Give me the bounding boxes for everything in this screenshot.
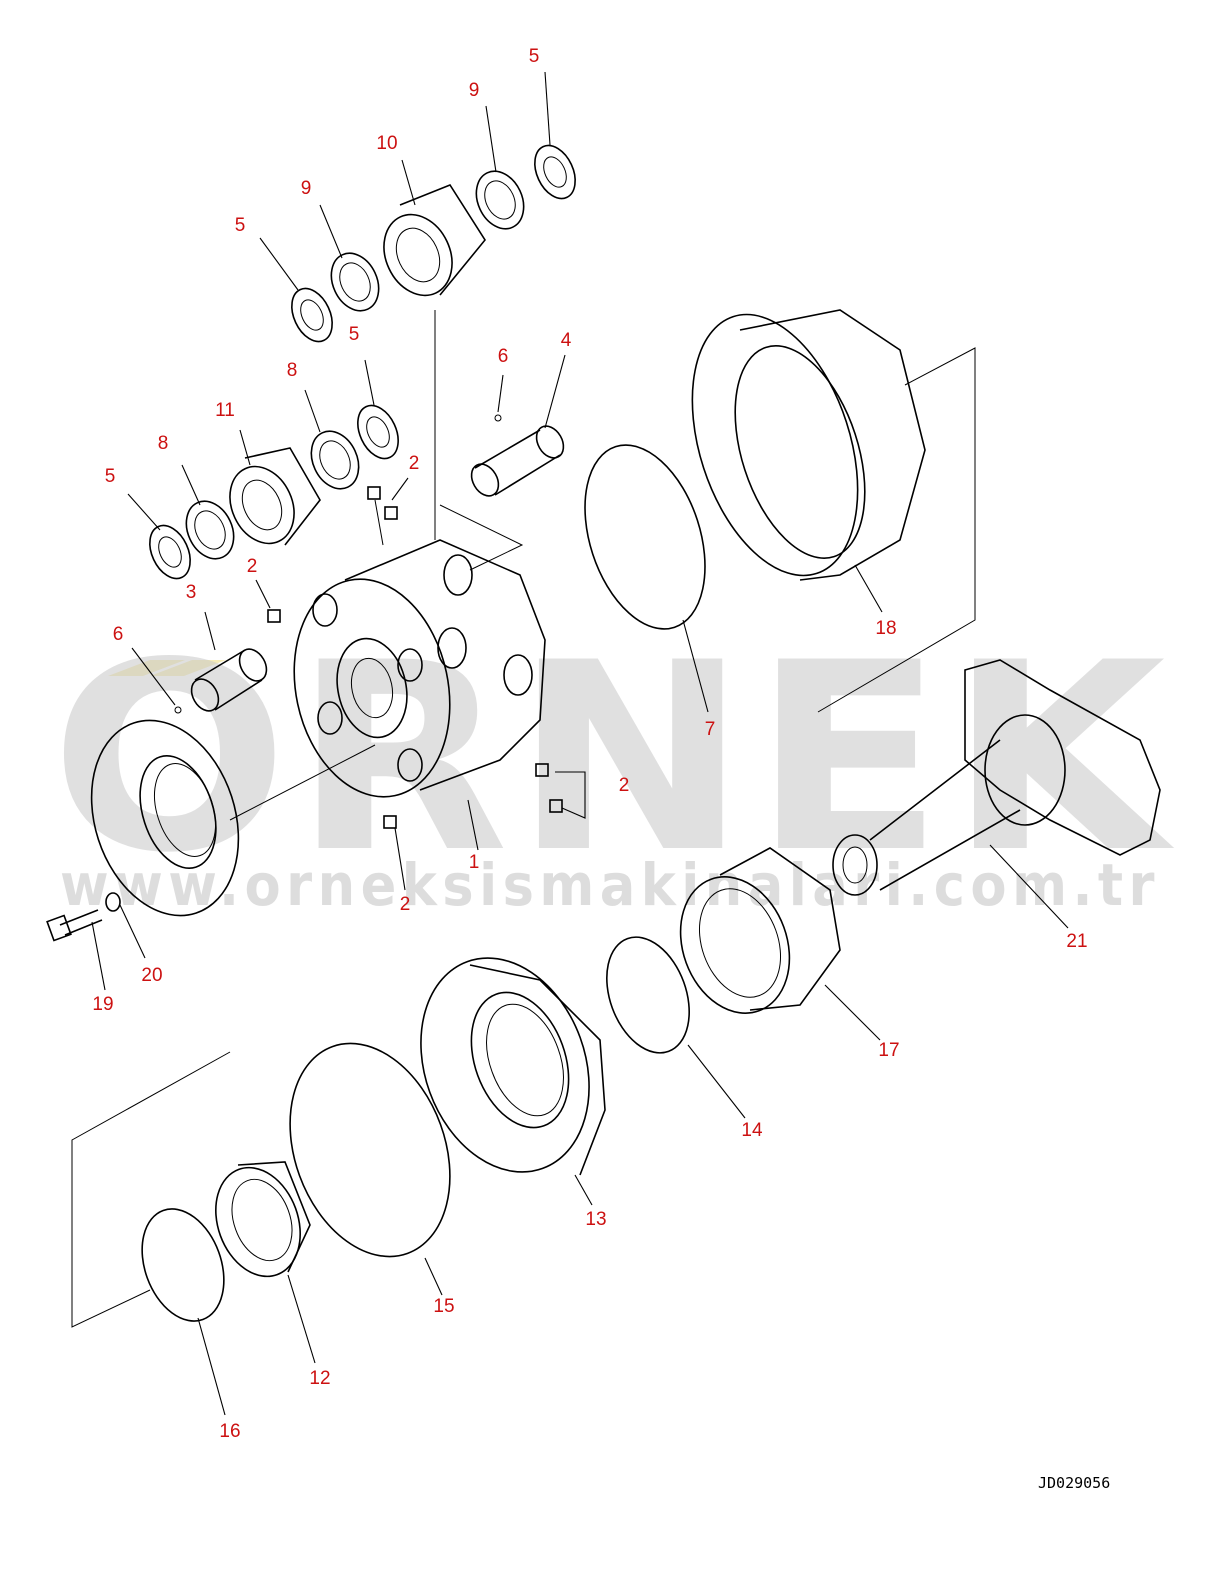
assembly-guide-lines — [71, 347, 976, 1328]
callout-2: 2 — [619, 775, 630, 796]
callout-11: 11 — [215, 400, 235, 421]
callout-5: 5 — [349, 324, 360, 345]
snap-ring-16 — [141, 1208, 225, 1322]
callout-19: 19 — [92, 994, 113, 1015]
ring-gear-18 — [691, 309, 926, 581]
callout-15: 15 — [433, 1296, 454, 1317]
steel-ball-6-top — [494, 414, 502, 422]
plug-2c — [267, 609, 281, 623]
planet-gear-11-body — [244, 447, 321, 546]
callout-2: 2 — [400, 894, 411, 915]
housing-13 — [420, 957, 606, 1176]
cover-plate — [90, 719, 240, 917]
plug-2f — [383, 815, 397, 829]
watermark-url: www.orneksismakinalari.com.tr — [60, 851, 1160, 919]
plug-2e — [549, 799, 563, 813]
callout-6: 6 — [498, 346, 509, 367]
needle-bearing-8-left — [185, 500, 235, 560]
needle-bearing-8-right — [310, 430, 360, 490]
needle-bearing-9-top — [475, 170, 525, 230]
callout-12: 12 — [309, 1368, 330, 1389]
snap-ring-14 — [606, 936, 690, 1054]
plug-2b — [384, 506, 398, 520]
needle-bearing-9-mid — [330, 252, 380, 312]
watermark-accent — [150, 660, 226, 676]
callout-labels: 5 9 10 9 5 5 8 11 8 5 6 4 2 2 3 6 7 18 2… — [92, 46, 1087, 1442]
planet-gear-11 — [229, 465, 295, 545]
planet-gear-10-body — [399, 184, 486, 296]
callout-20: 20 — [141, 965, 162, 986]
plug-2d — [535, 763, 549, 777]
callout-4: 4 — [561, 330, 572, 351]
plug-2a — [367, 486, 381, 500]
planet-gear-10 — [383, 213, 453, 297]
output-shaft-21 — [832, 659, 1161, 896]
planet-shaft-4 — [474, 429, 561, 496]
washer-20 — [105, 892, 121, 912]
bearing-12 — [215, 1161, 311, 1278]
leader-lines — [91, 71, 1069, 1416]
callout-2: 2 — [409, 453, 420, 474]
thrust-washer-5-right — [357, 404, 399, 460]
callout-3: 3 — [186, 582, 197, 603]
callout-1: 1 — [469, 852, 480, 873]
callout-18: 18 — [875, 618, 896, 639]
bolt-and-washer — [46, 892, 121, 942]
callout-17: 17 — [878, 1040, 899, 1061]
callout-13: 13 — [585, 1209, 606, 1230]
planet-shafts — [174, 414, 565, 714]
upper-bearing-stack — [291, 144, 576, 343]
steel-ball-6-left — [174, 706, 182, 714]
callout-5: 5 — [235, 215, 246, 236]
planet-shaft-3 — [194, 649, 263, 711]
planet-carrier-1 — [293, 310, 546, 798]
callout-5: 5 — [105, 466, 116, 487]
callout-7: 7 — [705, 719, 716, 740]
callout-6: 6 — [113, 624, 124, 645]
callout-8: 8 — [287, 360, 298, 381]
callout-8: 8 — [158, 433, 169, 454]
thrust-washer-5-top — [534, 144, 576, 200]
snap-ring-15 — [289, 1042, 451, 1258]
callout-10: 10 — [376, 133, 397, 154]
lower-bearing-stack — [149, 404, 399, 580]
callout-5: 5 — [529, 46, 540, 67]
plugs-2 — [267, 486, 563, 829]
callout-9: 9 — [469, 80, 480, 101]
callout-21: 21 — [1066, 931, 1087, 952]
thrust-washer-5-left — [149, 524, 191, 580]
watermark: ORNEK www.orneksismakinalari.com.tr — [50, 608, 1172, 919]
drawing-code: JD029056 — [1038, 1474, 1110, 1492]
thrust-washer-5-mid — [291, 287, 333, 343]
callout-2: 2 — [247, 556, 258, 577]
callout-14: 14 — [741, 1120, 763, 1141]
o-ring-7 — [584, 444, 706, 630]
bearing-17 — [679, 847, 841, 1014]
callout-9: 9 — [301, 178, 312, 199]
callout-16: 16 — [219, 1421, 240, 1442]
